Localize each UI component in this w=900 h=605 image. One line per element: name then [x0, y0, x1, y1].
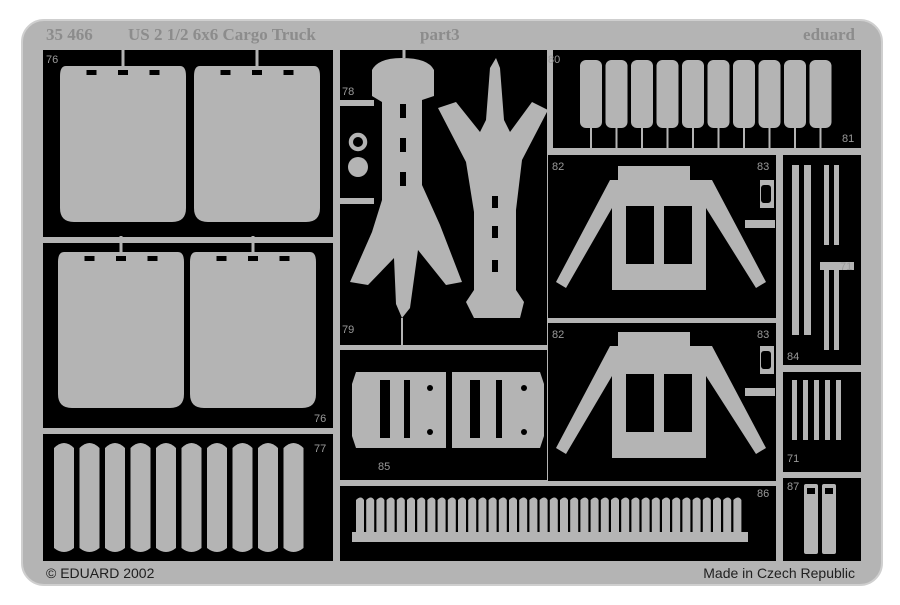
part-label-71-b: 71 — [787, 453, 799, 465]
comb-tooth-86 — [570, 497, 579, 534]
part-label-77: 77 — [314, 443, 326, 455]
plate-80 — [656, 60, 679, 128]
comb-tooth-86 — [478, 497, 487, 534]
strip-77 — [79, 443, 100, 552]
comb-tooth-86 — [356, 497, 364, 534]
hinges-85 — [352, 372, 544, 448]
part-label-80: 80 — [548, 54, 560, 66]
plate-80 — [605, 60, 628, 128]
frame-82-top — [556, 166, 775, 290]
plate-80 — [809, 60, 832, 128]
strip-77 — [258, 443, 278, 552]
comb-tooth-86 — [407, 497, 415, 534]
header-part-label: part3 — [420, 25, 460, 44]
comb-tooth-86 — [560, 497, 568, 534]
footer-copyright: © EDUARD 2002 — [46, 565, 155, 581]
mud-flaps-76 — [58, 50, 320, 408]
comb-tooth-86 — [376, 497, 385, 534]
comb-tooth-86 — [702, 497, 711, 534]
part-label-87: 87 — [787, 481, 799, 493]
frame-82-bottom — [556, 332, 775, 458]
strip-77 — [54, 443, 74, 552]
comb-tooth-86 — [437, 497, 446, 534]
plates-80 — [580, 60, 832, 148]
comb-tooth-86 — [611, 497, 619, 534]
strip-77 — [181, 443, 202, 552]
bracket-78-right — [438, 58, 548, 318]
comb-tooth-86 — [539, 497, 548, 534]
strip-77 — [156, 443, 176, 552]
part-label-82-top: 82 — [552, 161, 564, 173]
comb-tooth-86 — [396, 497, 405, 534]
plate-80 — [631, 60, 653, 128]
header-part-number: 35 466 — [46, 25, 93, 44]
washers-78 — [340, 100, 374, 204]
strip-77 — [207, 443, 227, 552]
comb-tooth-86 — [509, 497, 517, 534]
part-label-76-top: 76 — [46, 54, 58, 66]
comb-tooth-86 — [427, 497, 436, 534]
comb-tooth-86 — [682, 497, 691, 534]
comb-tooth-86 — [641, 497, 650, 534]
comb-tooth-86 — [621, 497, 630, 534]
strip-77 — [283, 443, 304, 552]
plate-80 — [784, 60, 806, 128]
comb-tooth-86 — [447, 497, 456, 534]
strips-77 — [54, 443, 304, 552]
bracket-79-left — [350, 50, 462, 345]
straps-87 — [804, 484, 836, 554]
comb-tooth-86 — [631, 497, 640, 534]
part-label-81: 81 — [842, 133, 854, 145]
part-label-71-a: 71 — [840, 261, 852, 273]
comb-tooth-86 — [366, 497, 375, 534]
plate-80 — [682, 60, 704, 128]
comb-tooth-86 — [488, 497, 497, 534]
comb-tooth-86 — [580, 497, 589, 534]
comb-tooth-86 — [386, 497, 395, 534]
comb-tooth-86 — [733, 497, 742, 534]
strip-77 — [232, 443, 253, 552]
part-label-86: 86 — [757, 488, 769, 500]
comb-tooth-86 — [651, 497, 660, 534]
comb-tooth-86 — [529, 497, 538, 534]
comb-tooth-86 — [672, 497, 681, 534]
comb-tooth-86 — [417, 497, 426, 534]
rods-84 — [792, 165, 854, 350]
header-title: US 2 1/2 6x6 Cargo Truck — [128, 25, 316, 44]
plate-80 — [758, 60, 781, 128]
comb-tooth-86 — [713, 497, 721, 534]
comb-tooth-86 — [519, 497, 528, 534]
part-label-85: 85 — [378, 461, 390, 473]
comb-tooth-86 — [590, 497, 599, 534]
part-label-82-bottom: 82 — [552, 329, 564, 341]
strip-77 — [105, 443, 125, 552]
plate-80 — [580, 60, 602, 128]
comb-tooth-86 — [662, 497, 670, 534]
part-label-79: 79 — [342, 324, 354, 336]
comb-tooth-86 — [458, 497, 466, 534]
comb-tooth-86 — [600, 497, 609, 534]
comb-tooth-86 — [498, 497, 507, 534]
comb-strip-86 — [352, 497, 748, 542]
comb-tooth-86 — [468, 497, 477, 534]
plate-80 — [733, 60, 755, 128]
part-label-83-bottom: 83 — [757, 329, 769, 341]
part-label-84: 84 — [787, 351, 799, 363]
mud-flap — [194, 50, 320, 222]
plate-80 — [707, 60, 730, 128]
footer-origin: Made in Czech Republic — [703, 565, 855, 581]
part-label-83-top: 83 — [757, 161, 769, 173]
mud-flap — [60, 50, 186, 222]
part-label-76-bottom: 76 — [314, 413, 326, 425]
mud-flap — [190, 236, 316, 408]
strip-77 — [130, 443, 151, 552]
comb-tooth-86 — [723, 497, 732, 534]
comb-tooth-86 — [692, 497, 701, 534]
brand-logo: eduard — [803, 25, 856, 44]
pins-71 — [792, 380, 841, 440]
comb-tooth-86 — [549, 497, 558, 534]
mud-flap — [58, 236, 184, 408]
part-label-78: 78 — [342, 86, 354, 98]
